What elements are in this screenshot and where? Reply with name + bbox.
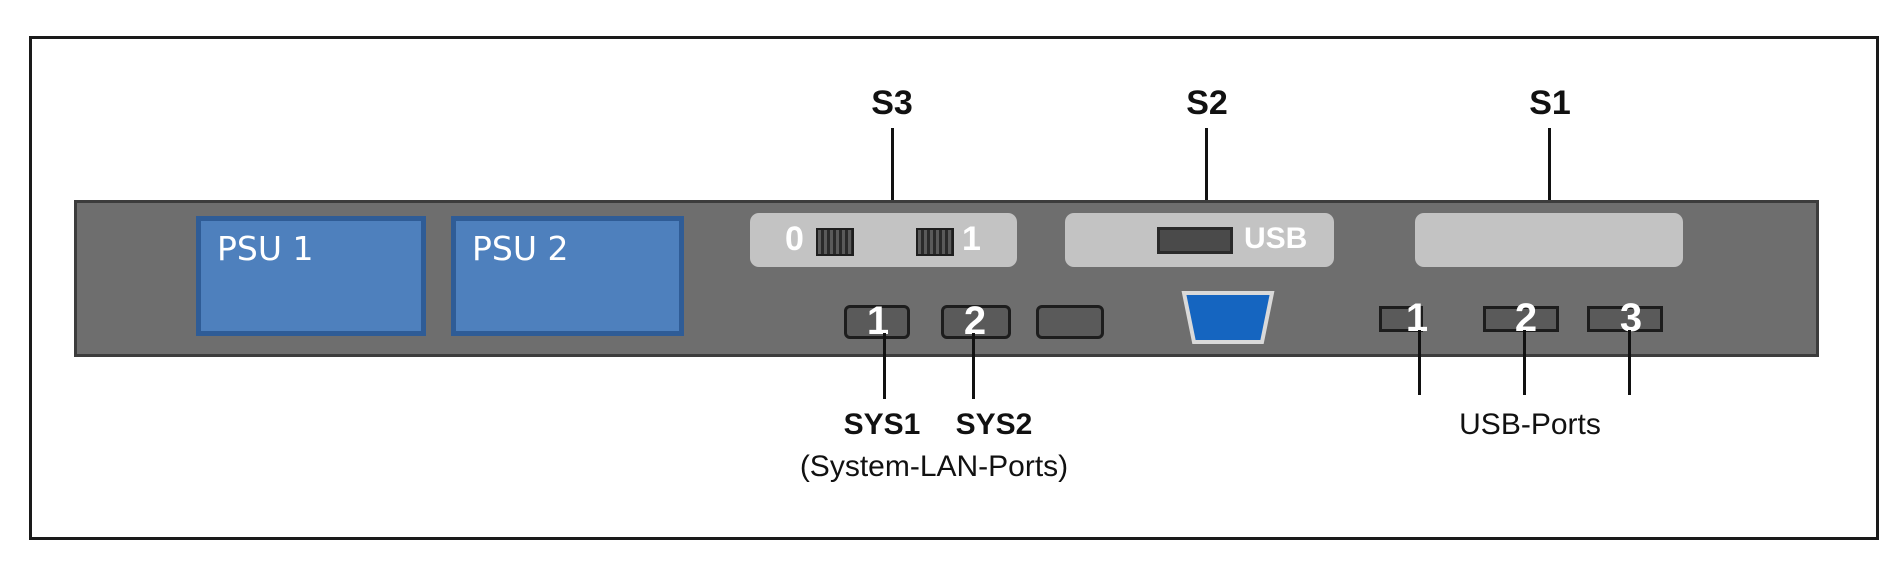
vga-port-icon bbox=[1181, 291, 1275, 344]
usb-port-3-leader bbox=[1628, 330, 1631, 395]
lan-port-sys1-number: 1 bbox=[866, 299, 890, 343]
slot-s3-port-0-icon bbox=[816, 228, 854, 256]
slot-s1-label: S1 bbox=[1529, 84, 1571, 122]
slot-s3-port-0-label: 0 bbox=[785, 220, 804, 258]
diagram-frame bbox=[29, 36, 1879, 540]
usb-port-1 bbox=[1379, 306, 1423, 332]
slot-s2-label: S2 bbox=[1186, 84, 1228, 122]
sys1-label: SYS1 bbox=[843, 408, 921, 441]
sys2-label: SYS2 bbox=[955, 408, 1033, 441]
psu-1: PSU 1 bbox=[196, 216, 426, 336]
slot-s3-label: S3 bbox=[871, 84, 913, 122]
lan-port-sys2-number: 2 bbox=[963, 299, 987, 343]
usb-ports-caption: USB-Ports bbox=[1459, 408, 1601, 441]
usb-port-1-leader bbox=[1418, 330, 1421, 395]
lan-port-sys2 bbox=[941, 305, 1011, 339]
psu-2: PSU 2 bbox=[451, 216, 684, 336]
slot-s1 bbox=[1415, 213, 1683, 267]
psu-1-label: PSU 1 bbox=[217, 229, 314, 268]
sys2-leader bbox=[972, 333, 975, 399]
slot-s3 bbox=[750, 213, 1017, 267]
usb-port-3-number: 3 bbox=[1619, 296, 1643, 340]
usb-port-2-leader bbox=[1523, 330, 1526, 395]
slot-s1-leader bbox=[1548, 128, 1551, 202]
slot-s2-usb-port bbox=[1157, 227, 1233, 254]
slot-s2-leader bbox=[1205, 128, 1208, 202]
slot-s3-port-1-icon bbox=[916, 228, 954, 256]
sys1-leader bbox=[883, 333, 886, 399]
slot-s3-port-1-label: 1 bbox=[962, 220, 981, 258]
usb-port-2 bbox=[1483, 306, 1559, 332]
slot-s2-usb-label: USB bbox=[1244, 222, 1308, 255]
lan-ports-caption: (System-LAN-Ports) bbox=[799, 450, 1069, 483]
psu-2-label: PSU 2 bbox=[472, 229, 569, 268]
lan-port-unlabeled bbox=[1036, 305, 1104, 339]
usb-port-1-number: 1 bbox=[1405, 296, 1429, 340]
usb-port-3 bbox=[1587, 306, 1663, 332]
usb-port-2-number: 2 bbox=[1514, 296, 1538, 340]
slot-s3-leader bbox=[891, 128, 894, 202]
lan-port-sys1 bbox=[844, 305, 910, 339]
